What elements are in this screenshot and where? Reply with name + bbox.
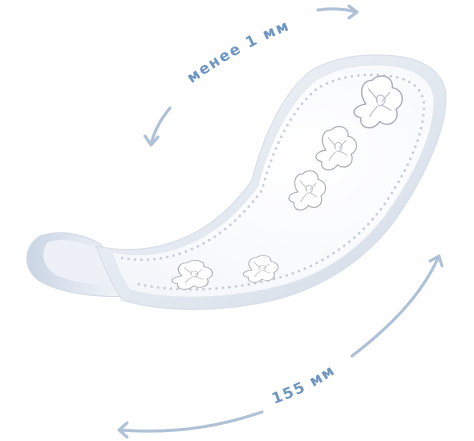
length-label-text: 155 мм: [269, 361, 337, 408]
thickness-label: менее 1 мм: [183, 16, 292, 87]
liner-tip-inner: [43, 240, 121, 285]
length-arrow-icon: [117, 254, 444, 439]
thickness-label-text: менее 1 мм: [183, 16, 290, 87]
liner-surface: [111, 64, 435, 298]
length-label: 155 мм: [269, 361, 338, 408]
panty-liner: [26, 54, 447, 310]
thickness-arrow-icon: [143, 4, 359, 147]
